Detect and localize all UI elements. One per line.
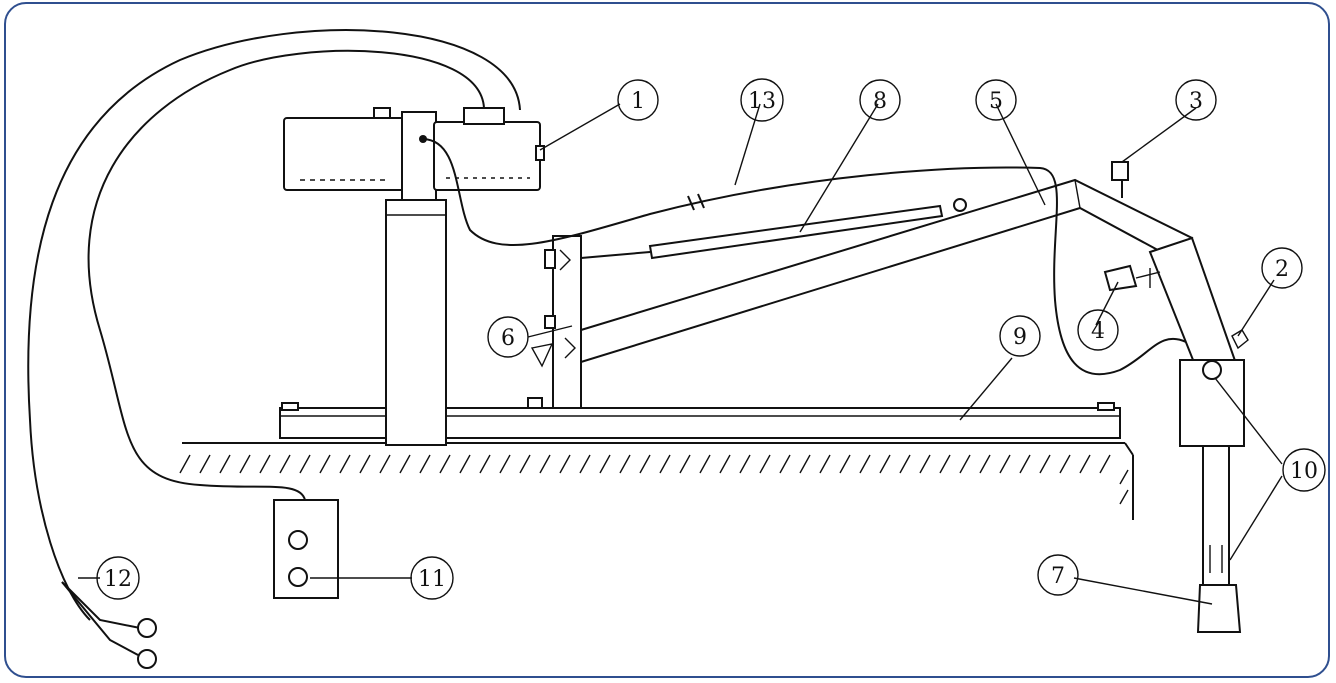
motor-pump-unit (283, 107, 545, 201)
callout-8: 8 (859, 79, 901, 121)
support-column (385, 199, 447, 446)
svg-text:4: 4 (1091, 319, 1105, 344)
svg-text:3: 3 (1189, 89, 1203, 114)
valve-and-gauge (1103, 161, 1161, 292)
callout-11: 11 (410, 556, 454, 600)
callout-7: 7 (1037, 554, 1079, 596)
callout-10: 10 (1282, 448, 1326, 492)
svg-text:6: 6 (501, 326, 515, 351)
control-box (273, 499, 339, 599)
hydraulic-cylinder (580, 198, 967, 260)
callout-1: 1 (617, 79, 659, 121)
callout-12: 12 (96, 556, 140, 600)
callout-5: 5 (975, 79, 1017, 121)
svg-text:8: 8 (873, 89, 887, 114)
callout-13: 13 (740, 78, 784, 122)
svg-text:2: 2 (1275, 257, 1289, 282)
callout-2: 2 (1261, 247, 1303, 289)
figure-frame (4, 2, 1330, 678)
svg-text:12: 12 (104, 567, 132, 592)
svg-text:10: 10 (1290, 459, 1318, 484)
leader-lines (78, 103, 1283, 605)
svg-text:1: 1 (631, 89, 645, 114)
foot-switches (61, 581, 157, 669)
callout-9: 9 (999, 315, 1041, 357)
ground (179, 442, 1134, 520)
callout-6: 6 (487, 316, 529, 358)
svg-text:7: 7 (1051, 564, 1065, 589)
svg-text:11: 11 (418, 567, 446, 592)
hoses-and-cables (27, 29, 1187, 621)
mount-plate (527, 235, 582, 409)
callout-3: 3 (1175, 79, 1217, 121)
callout-4: 4 (1077, 309, 1119, 351)
tool-head (1148, 236, 1249, 633)
svg-text:9: 9 (1013, 325, 1027, 350)
svg-text:5: 5 (989, 89, 1003, 114)
svg-text:13: 13 (748, 89, 776, 114)
